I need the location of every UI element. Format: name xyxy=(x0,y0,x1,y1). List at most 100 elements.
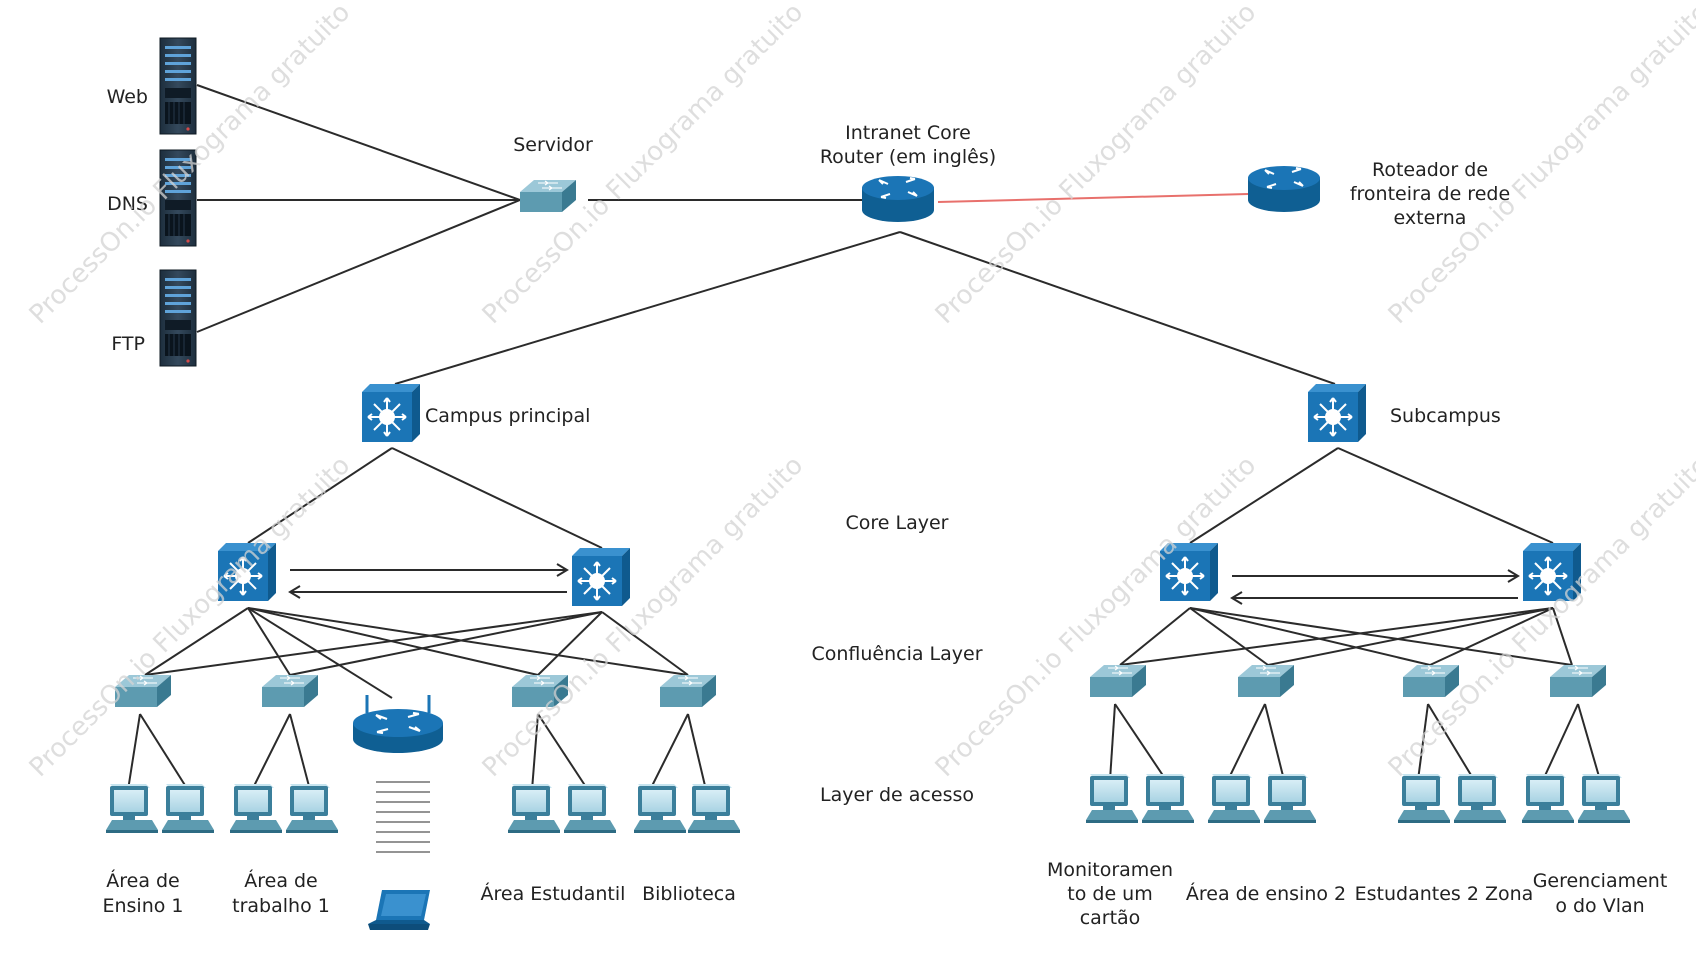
border-router-label-line-1: Roteador de xyxy=(1372,159,1488,181)
laptop-icon xyxy=(368,890,430,930)
workstation-icon xyxy=(1086,774,1138,823)
link xyxy=(1429,607,1554,666)
link xyxy=(537,713,589,791)
link xyxy=(1417,703,1429,781)
link xyxy=(601,611,689,676)
area-trabalho-1-label-line-2: trabalho 1 xyxy=(232,895,330,917)
web-server-icon xyxy=(159,37,197,135)
link xyxy=(144,611,603,676)
wireless-router-icon xyxy=(351,693,445,755)
web-label: Web xyxy=(107,86,148,108)
workstation-icon xyxy=(1264,774,1316,823)
watermark: ProcessOn.io Fluxograma gratuito xyxy=(1383,450,1696,782)
area-ensino-1-label-line-1: Área de xyxy=(106,869,180,892)
workstation-icon xyxy=(230,784,282,833)
link xyxy=(1189,607,1269,666)
workstation-icon xyxy=(688,784,740,833)
link xyxy=(1267,607,1554,666)
link xyxy=(247,607,291,676)
link xyxy=(1119,607,1191,666)
subcampus-label: Subcampus xyxy=(1390,405,1501,427)
link xyxy=(247,607,393,699)
workstation-icon xyxy=(1208,774,1260,823)
link xyxy=(531,713,539,791)
link xyxy=(1189,447,1339,544)
core-layer-label: Core Layer xyxy=(846,512,949,534)
access-switch-icon xyxy=(261,674,319,708)
workstation-icon xyxy=(634,784,686,833)
campus-principal-label: Campus principal xyxy=(425,405,590,427)
gerenciamento-vlan-label-line-1: Gerenciament xyxy=(1533,870,1668,892)
link xyxy=(1427,703,1475,781)
link xyxy=(139,713,189,791)
link xyxy=(1189,607,1573,666)
link-core-external xyxy=(937,193,1249,203)
layer-acesso-label: Layer de acesso xyxy=(820,784,974,806)
access-switch-icon xyxy=(659,674,717,708)
link xyxy=(127,713,141,791)
link xyxy=(289,713,311,791)
campus-principal-switch-icon xyxy=(361,383,421,443)
servidor-switch-icon xyxy=(519,179,577,213)
arrow-head xyxy=(288,585,301,599)
link xyxy=(1264,703,1285,781)
arrow-head xyxy=(556,563,569,577)
link xyxy=(144,607,249,676)
access-switch-icon xyxy=(1237,664,1295,698)
biblioteca-label: Biblioteca xyxy=(642,883,736,905)
core-router-label-line-1: Intranet Core xyxy=(845,122,971,144)
area-estudantil-label: Área Estudantil xyxy=(481,882,626,905)
link xyxy=(1577,703,1601,781)
link xyxy=(1227,703,1266,781)
subcampus-switch-icon xyxy=(1307,383,1367,443)
link xyxy=(391,447,603,549)
link xyxy=(247,447,393,544)
link-ftp-servidor xyxy=(196,199,521,333)
link xyxy=(1189,607,1431,666)
link-core-campus xyxy=(394,231,901,385)
link xyxy=(1114,703,1167,781)
workstation-icon xyxy=(1578,774,1630,823)
link xyxy=(1109,703,1116,781)
link xyxy=(1337,447,1554,544)
servidor-label: Servidor xyxy=(513,134,593,156)
link xyxy=(649,713,689,791)
workstation-icon xyxy=(1522,774,1574,823)
area-ensino-1-label-line-2: Ensino 1 xyxy=(102,895,183,917)
ftp-server-icon xyxy=(159,269,197,367)
arrow-head xyxy=(1230,591,1243,605)
estudantes-2-zona-label: Estudantes 2 Zona xyxy=(1355,883,1534,905)
gerenciamento-vlan-label-line-2: o do Vlan xyxy=(1555,895,1644,917)
link xyxy=(687,713,707,791)
dns-label: DNS xyxy=(107,193,148,215)
link xyxy=(247,607,689,676)
area-trabalho-1-label-line-1: Área de xyxy=(244,869,318,892)
link xyxy=(1119,607,1554,666)
core-router-icon xyxy=(861,175,935,223)
access-switch-icon xyxy=(1089,664,1147,698)
link-core-subcampus xyxy=(899,231,1336,385)
link xyxy=(251,713,291,791)
workstation-icon xyxy=(286,784,338,833)
workstation-icon xyxy=(106,784,158,833)
watermark: ProcessOn.io Fluxograma gratuito xyxy=(477,450,809,782)
confluencia-layer-label: Confluência Layer xyxy=(811,643,982,665)
link xyxy=(289,611,603,676)
workstation-icon xyxy=(1454,774,1506,823)
workstation-icon xyxy=(564,784,616,833)
border-router-label-line-3: externa xyxy=(1394,207,1467,229)
border-router-icon xyxy=(1247,165,1321,213)
watermark: ProcessOn.io Fluxograma gratuito xyxy=(930,450,1262,782)
wireless-signal-icon xyxy=(376,781,430,853)
access-switch-icon xyxy=(1549,664,1607,698)
workstation-icon xyxy=(162,784,214,833)
link xyxy=(537,611,603,676)
access-switch-icon xyxy=(1402,664,1460,698)
monitoramento-label-line-2: to de um xyxy=(1067,883,1152,905)
link xyxy=(1542,703,1579,781)
area-ensino-2-label: Área de ensino 2 xyxy=(1186,882,1346,905)
link-web-servidor xyxy=(196,84,521,201)
workstation-icon xyxy=(1398,774,1450,823)
core-router-label-line-2: Router (em inglês) xyxy=(820,146,996,168)
